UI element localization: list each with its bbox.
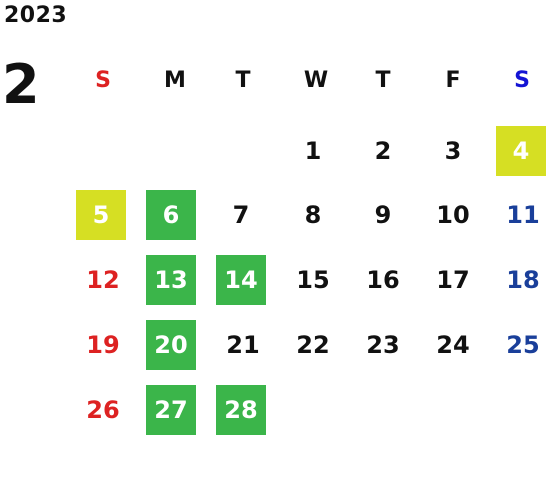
day-cell[interactable]: 16: [366, 266, 400, 294]
day-cell-highlighted[interactable]: 13: [146, 255, 196, 305]
day-cell[interactable]: 8: [304, 201, 322, 229]
day-cell-saturday[interactable]: 18: [506, 266, 540, 294]
day-cell-highlighted[interactable]: 20: [146, 320, 196, 370]
day-cell-saturday[interactable]: 11: [506, 201, 540, 229]
day-cell-highlighted[interactable]: 27: [146, 385, 196, 435]
day-cell[interactable]: 22: [296, 331, 330, 359]
day-cell-saturday[interactable]: 25: [506, 331, 540, 359]
day-cell-highlighted[interactable]: 28: [216, 385, 266, 435]
weekday-sun: S: [95, 68, 111, 93]
weekday-tue: T: [235, 68, 251, 93]
day-cell[interactable]: 1: [304, 137, 322, 165]
weekday-wed: W: [303, 68, 329, 93]
day-cell-highlighted[interactable]: 5: [76, 190, 126, 240]
day-cell[interactable]: 3: [444, 137, 462, 165]
weekday-thu: T: [375, 68, 391, 93]
weekday-mon: M: [164, 68, 186, 93]
day-cell[interactable]: 21: [226, 331, 260, 359]
day-cell-sunday[interactable]: 12: [86, 266, 120, 294]
day-cell[interactable]: 17: [436, 266, 470, 294]
weekday-fri: F: [445, 68, 461, 93]
day-cell[interactable]: 10: [436, 201, 470, 229]
day-cell-sunday[interactable]: 26: [86, 396, 120, 424]
weekday-sat: S: [514, 68, 530, 93]
year-label: 2023: [4, 3, 68, 28]
day-cell[interactable]: 2: [374, 137, 392, 165]
day-cell[interactable]: 15: [296, 266, 330, 294]
day-cell-highlighted[interactable]: 4: [496, 126, 546, 176]
day-cell[interactable]: 7: [232, 201, 250, 229]
day-cell-highlighted[interactable]: 6: [146, 190, 196, 240]
day-cell[interactable]: 9: [374, 201, 392, 229]
day-cell-highlighted[interactable]: 14: [216, 255, 266, 305]
day-cell[interactable]: 24: [436, 331, 470, 359]
day-cell-sunday[interactable]: 19: [86, 331, 120, 359]
month-label: 2: [2, 53, 40, 116]
day-cell[interactable]: 23: [366, 331, 400, 359]
